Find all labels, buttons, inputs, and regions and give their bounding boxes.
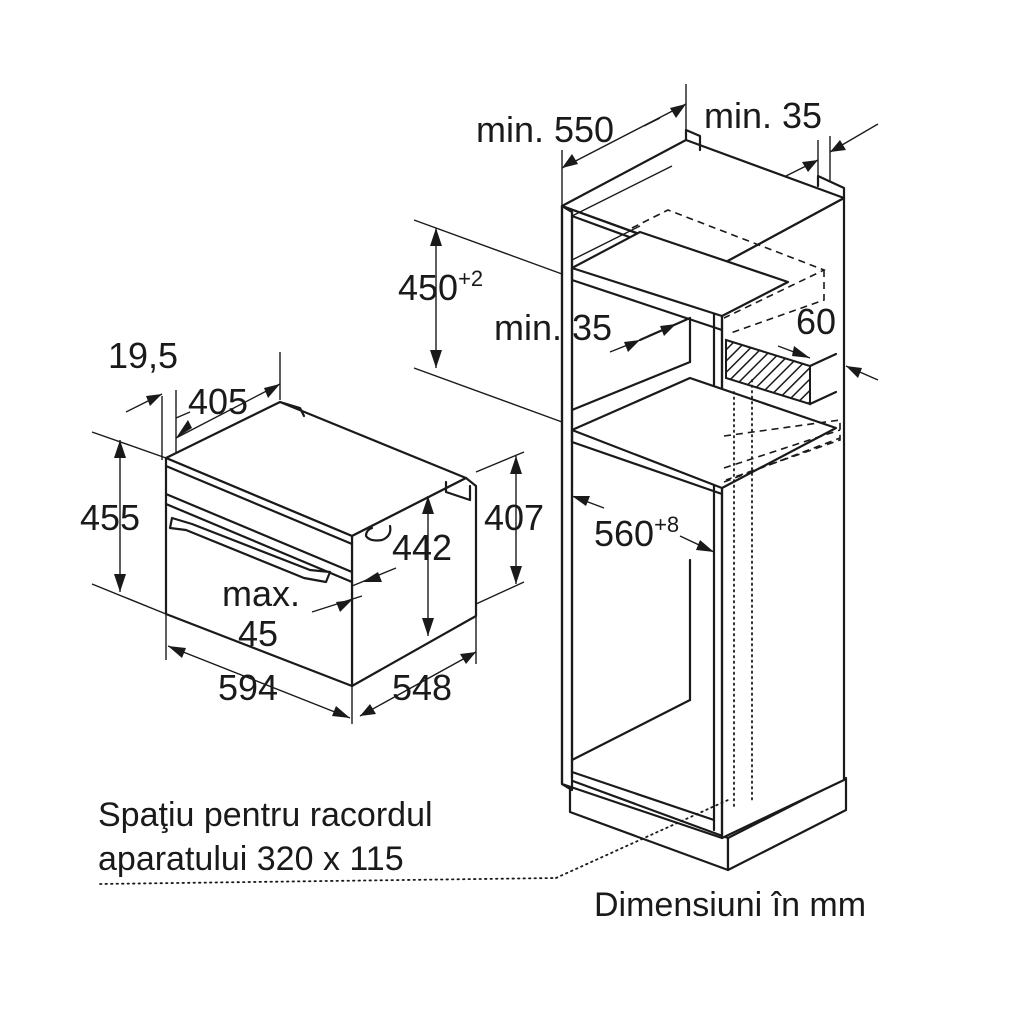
label-oven-depth-inner: 405 <box>188 381 248 422</box>
label-oven-depth-offset: 19,5 <box>108 335 178 376</box>
label-vent-depth: 60 <box>796 301 836 342</box>
label-niche-width: 560+8 <box>594 512 679 554</box>
lower-shelf <box>570 376 838 490</box>
oven-appliance <box>164 400 478 688</box>
note-units: Dimensiuni în mm <box>594 886 866 924</box>
cabinet-plinth-front <box>568 778 730 872</box>
label-panel-protrusion-text: max. <box>222 573 300 614</box>
label-niche-height-tolerance: +2 <box>458 266 483 291</box>
dimension-labels: 19,5 405 455 442 407 max. 45 594 548 min… <box>80 95 866 924</box>
label-oven-depth: 548 <box>392 667 452 708</box>
label-niche-width-tolerance: +8 <box>654 512 679 537</box>
note-connection-space-line2: aparatului 320 x 115 <box>98 840 404 878</box>
tall-cabinet <box>560 128 848 872</box>
label-niche-width-base: 560 <box>594 513 654 554</box>
label-oven-cavity-height: 442 <box>392 527 452 568</box>
label-niche-height: 450+2 <box>398 266 483 308</box>
label-oven-side-height: 407 <box>484 497 544 538</box>
label-shelf-gap-min: min. 35 <box>494 307 612 348</box>
oven-handle <box>168 516 332 584</box>
label-oven-total-height: 455 <box>80 497 140 538</box>
oven-mount-clip <box>364 524 392 542</box>
label-oven-width: 594 <box>218 667 278 708</box>
upper-shelf <box>570 230 790 318</box>
dimension-lines <box>91 84 879 885</box>
cabinet-left-panel <box>560 204 574 792</box>
label-niche-height-base: 450 <box>398 267 458 308</box>
label-niche-depth-min: min. 550 <box>476 109 614 150</box>
note-connection-space-line1: Spaţiu pentru racordul <box>98 796 433 834</box>
label-back-gap-min: min. 35 <box>704 95 822 136</box>
label-panel-protrusion-value: 45 <box>238 613 278 654</box>
